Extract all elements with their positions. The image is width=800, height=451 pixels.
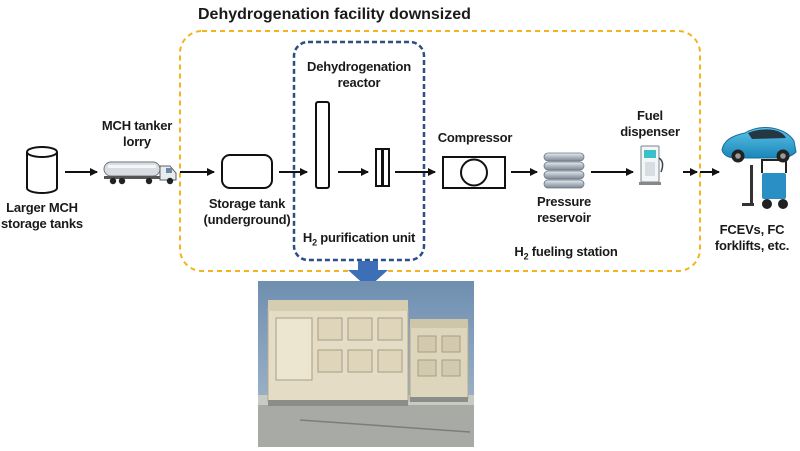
forklift-icon	[742, 159, 788, 209]
tanker-lorry-icon	[103, 161, 177, 185]
facility-boundary	[179, 30, 701, 272]
label-storage-tank: Storage tank(underground)	[203, 196, 291, 227]
compressor-icon	[442, 156, 506, 189]
storage-tank-icon	[221, 154, 273, 189]
label-fueling-station: H2 fueling station	[514, 244, 618, 262]
purification-unit-photo	[258, 281, 474, 447]
label-purification-unit: H2 purification unit	[302, 230, 416, 248]
fuel-dispenser-icon	[639, 145, 664, 185]
label-compressor: Compressor	[437, 130, 513, 145]
down-arrow-icon	[348, 261, 388, 288]
pressure-reservoir-icon	[543, 152, 585, 189]
purifier-icon	[375, 148, 390, 187]
diagram-title: Dehydrogenation facility downsized	[198, 6, 471, 23]
fcev-car-icon	[721, 127, 797, 163]
reactor-column-icon	[315, 101, 330, 189]
purification-unit-boundary	[292, 40, 426, 262]
tank-cylinder-icon	[26, 146, 58, 194]
